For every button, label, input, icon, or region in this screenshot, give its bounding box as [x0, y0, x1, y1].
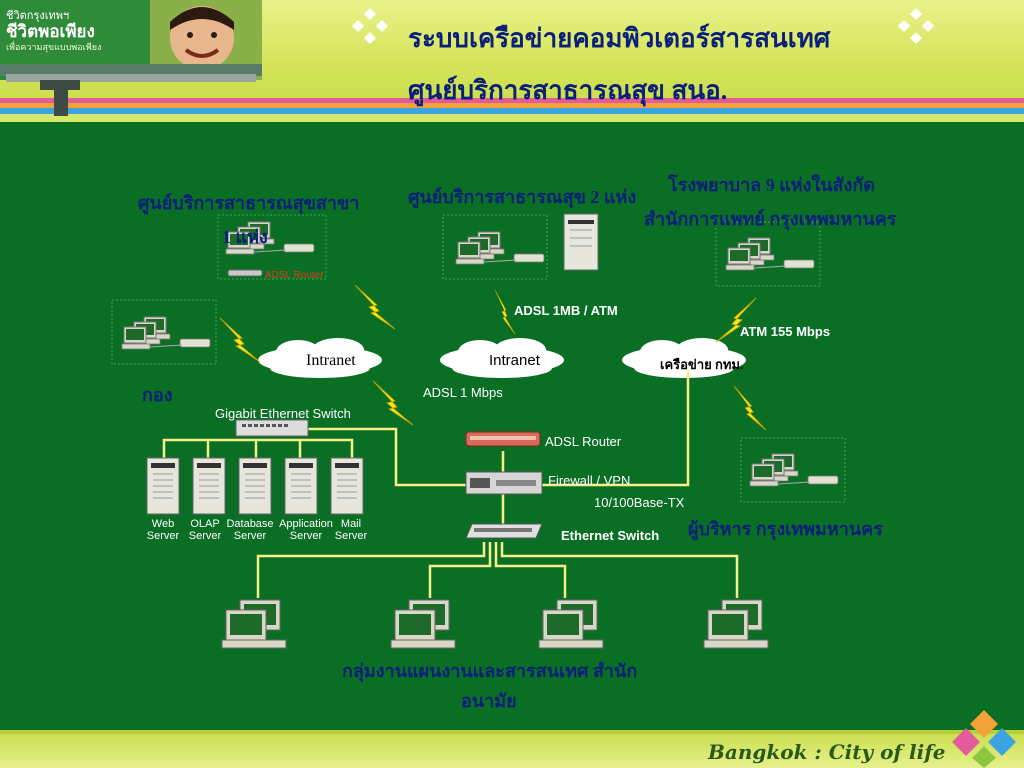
- banner-text-sub: เพื่อความสุขแบบพอเพียง: [6, 43, 102, 53]
- link-adsl-1mbps-label: ADSL 1 Mbps: [423, 385, 503, 400]
- pc-group-executive: [750, 454, 838, 486]
- pc-group-health: [456, 232, 544, 264]
- health-center-server: [563, 213, 599, 271]
- title-line-1: ระบบเครือข่ายคอมพิวเตอร์สารสนเทศ: [408, 24, 831, 53]
- hospitals-label-line2: สำนักการแพทย์ กรุงเทพมหานคร: [644, 209, 897, 229]
- branch-centers-label: ศูนย์บริการสาธารณสุขสาขา: [138, 193, 360, 213]
- executives-label: ผู้บริหาร กรุงเทพมหานคร: [688, 519, 883, 539]
- footer-band: [0, 730, 1024, 768]
- workgroup-label-line1: กลุ่มงานแผนงานและสารสนเทศ สำนัก: [342, 661, 638, 681]
- hospitals-label-line1: โรงพยาบาล 9 แห่งในสังกัด: [668, 175, 875, 195]
- link-atm-label: ATM 155 Mbps: [740, 324, 831, 339]
- header-stripe-blue: [0, 108, 1024, 114]
- workgroup-pc-2: [390, 599, 456, 649]
- mail-server: [330, 457, 364, 515]
- branch-centers-count-label: 1 แห่ง: [222, 227, 268, 247]
- olap-server: [192, 457, 226, 515]
- firewall-label: Firewall / VPN: [548, 473, 631, 488]
- workgroup-pc-3: [538, 599, 604, 649]
- footer-tagline: Bangkok : City of life: [708, 740, 946, 764]
- title-line-2: ศูนย์บริการสาธารณสุข สนอ.: [408, 76, 728, 105]
- header-stripe-orange: [0, 103, 1024, 108]
- workgroup-pc-4: [703, 599, 769, 649]
- site-box-division: [111, 299, 217, 365]
- health-centers-label: ศูนย์บริการสาธารณสุข 2 แห่ง: [408, 187, 637, 207]
- division-label: กอง: [142, 385, 173, 405]
- web-server: [146, 457, 180, 515]
- diagram-canvas: [0, 122, 1024, 730]
- base-tx-label: 10/100Base-TX: [594, 495, 685, 510]
- adsl-router-label: ADSL Router: [545, 434, 622, 449]
- banner-image: [0, 0, 262, 116]
- lightning-branch-icon: [354, 284, 396, 330]
- ethernet-switch: [465, 523, 543, 539]
- cloud-intranet-middle-label: Intranet: [489, 352, 540, 369]
- ethernet-switch-label: Ethernet Switch: [561, 528, 660, 543]
- diamond-ornament-right-icon: [898, 8, 934, 44]
- pc-group-division: [122, 317, 210, 349]
- site-box-branch: [217, 214, 327, 280]
- banner-text-large: ชีวิตพอเพียง: [6, 22, 95, 42]
- banner-text-small: ชีวิตกรุงเทพฯ: [6, 9, 70, 22]
- gigabit-switch-label: Gigabit Ethernet Switch: [215, 406, 351, 421]
- lightning-executive-icon: [733, 385, 767, 431]
- workgroup-pc-1: [221, 599, 287, 649]
- cloud-intranet-left-label: Intranet: [306, 352, 356, 369]
- lightning-adsl-1mbps-icon: [372, 380, 414, 426]
- gigabit-ethernet-switch: [235, 419, 309, 437]
- firewall-vpn: [465, 471, 543, 495]
- lightning-health-icon: [494, 289, 516, 335]
- database-server: [238, 457, 272, 515]
- cloud-bma-network-label: เครือข่าย กทม.: [660, 357, 744, 372]
- site-box-executive: [740, 437, 846, 503]
- header-stripe-lime: [0, 114, 1024, 122]
- site-box-health: [442, 214, 548, 280]
- application-server: [284, 457, 318, 515]
- workgroup-label-line2: อนามัย: [461, 691, 517, 711]
- network-links: [162, 370, 739, 598]
- adsl-router: [465, 431, 541, 447]
- city-of-life-logo-icon: [952, 710, 1016, 768]
- link-adsl-atm-label: ADSL 1MB / ATM: [514, 303, 618, 318]
- branch-adsl-router-label: ADSL Router: [265, 270, 324, 281]
- branch-adsl-router: [227, 269, 263, 277]
- lightning-division-icon: [219, 317, 261, 363]
- diamond-ornament-left-icon: [352, 8, 388, 44]
- header-stripe-pink: [0, 98, 1024, 103]
- pc-group-hospital: [726, 238, 814, 270]
- site-box-hospital: [715, 221, 821, 287]
- footer-stripe: [0, 730, 1024, 734]
